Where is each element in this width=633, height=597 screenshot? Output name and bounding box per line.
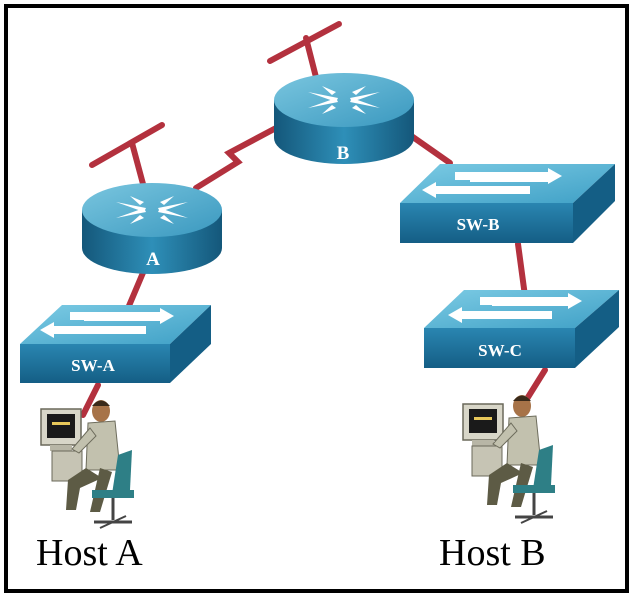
- switch-icon: [448, 293, 582, 323]
- router-b-ethernet-bar: [267, 21, 342, 64]
- switch-b-front: [400, 203, 573, 243]
- router-a-ethernet-stub: [129, 140, 146, 187]
- switch-c[interactable]: SW-C: [424, 290, 619, 368]
- switch-a-label: SW-A: [71, 356, 115, 375]
- workstation-user-icon: [462, 395, 555, 524]
- link-swc-hostb: [522, 367, 548, 405]
- host-a[interactable]: Host A: [36, 400, 143, 574]
- router-icon: [308, 86, 380, 114]
- host-a-label: Host A: [36, 532, 143, 574]
- router-b-top: [274, 73, 414, 127]
- switch-b-label: SW-B: [457, 215, 500, 234]
- link-swb-swc: [515, 241, 528, 299]
- router-a-top: [82, 183, 222, 237]
- workstation-user-icon: [40, 400, 134, 529]
- switch-icon: [40, 308, 174, 338]
- switch-b-side: [573, 164, 615, 243]
- host-b-label: Host B: [439, 532, 546, 574]
- switch-a-front: [20, 344, 170, 383]
- switch-c-front: [424, 328, 575, 368]
- router-a-ethernet-bar: [89, 122, 165, 168]
- switch-a-side: [170, 305, 211, 383]
- switch-c-side: [575, 290, 619, 368]
- link-b-swb: [407, 132, 453, 166]
- link-swa-hosta: [80, 382, 101, 418]
- switch-icon: [422, 168, 562, 198]
- host-b[interactable]: Host B: [439, 395, 555, 574]
- switch-a[interactable]: SW-A: [20, 305, 211, 383]
- router-a[interactable]: A: [82, 183, 222, 274]
- serial-link-a-b: [193, 125, 279, 191]
- router-icon: [116, 196, 188, 224]
- router-b-label: B: [337, 143, 350, 164]
- router-b[interactable]: B: [274, 73, 414, 164]
- switch-b[interactable]: SW-B: [400, 164, 615, 243]
- router-a-label: A: [146, 249, 160, 270]
- switch-c-label: SW-C: [478, 341, 522, 360]
